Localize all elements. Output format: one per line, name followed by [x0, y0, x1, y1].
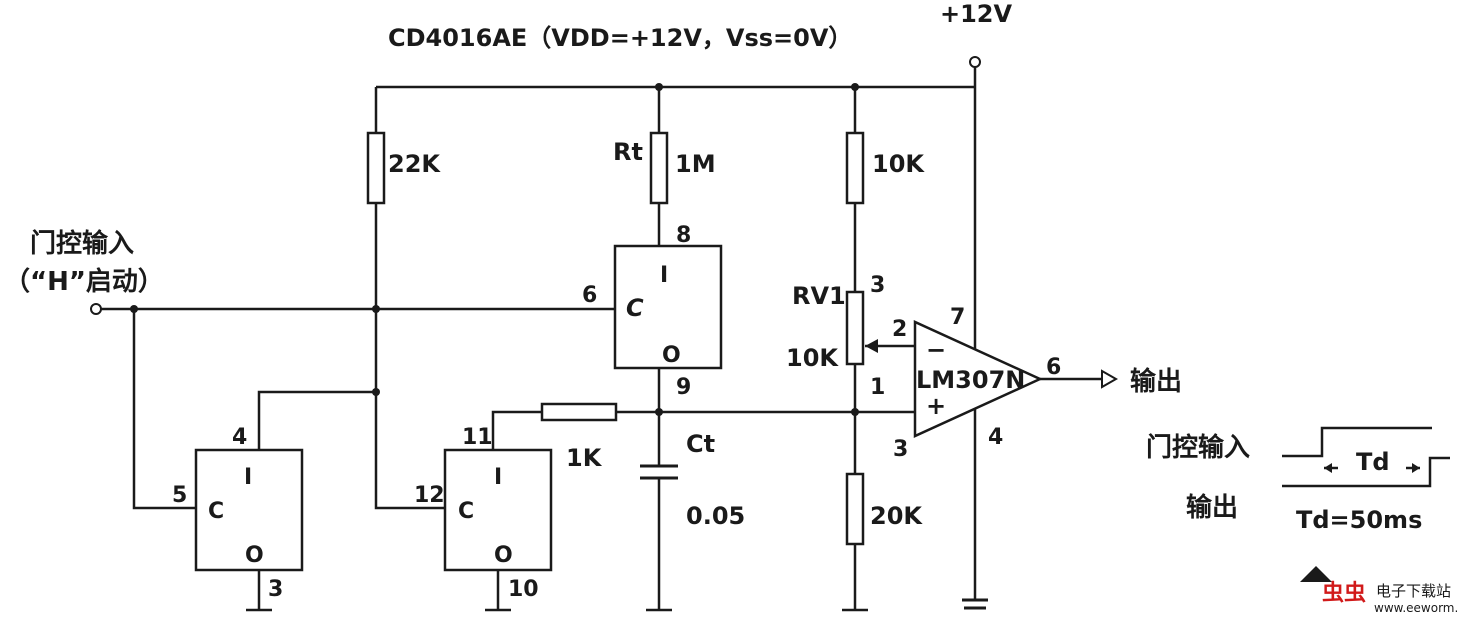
switch-2-control-label: C	[208, 499, 224, 524]
switch-2-ground	[246, 570, 272, 612]
resistor-rt	[649, 131, 669, 205]
capacitor-value: 0.05	[686, 502, 745, 530]
wire-s2-input	[257, 390, 376, 450]
gate-input-terminal	[90, 303, 102, 315]
timing-gate-label: 门控输入	[1146, 432, 1250, 463]
switch-2-pin-ctrl: 5	[172, 483, 187, 508]
gate-input-label: 门控输入	[30, 228, 134, 259]
switch-3-box	[443, 448, 553, 572]
switch-1-output-label: O	[662, 343, 681, 368]
opamp-name: LM307N	[916, 366, 1025, 394]
switch-1-pin-out: 9	[676, 375, 691, 400]
junction	[851, 408, 859, 416]
switch-3-output-label: O	[494, 543, 513, 568]
resistor-22k	[366, 131, 386, 205]
resistor-10k-top-label: 10K	[872, 150, 925, 178]
switch-1-pin-in: 8	[676, 223, 691, 248]
wire-s2-ctrl	[132, 309, 196, 510]
timing-out-waveform	[1282, 456, 1450, 488]
watermark-url: www.eeworm.com	[1374, 601, 1457, 615]
switch-1-pin-ctrl: 6	[582, 283, 597, 308]
switch-2-box	[194, 448, 304, 572]
watermark-brand: 虫虫	[1322, 580, 1366, 606]
switch-2-pin-out: 3	[268, 577, 283, 602]
watermark: 虫虫 电子下载站 www.eeworm.com	[1300, 566, 1457, 615]
watermark-site: 电子下载站	[1376, 582, 1451, 600]
junction	[851, 83, 859, 91]
capacitor-ground	[646, 478, 672, 612]
resistor-1k	[540, 402, 618, 422]
capacitor-ct	[640, 464, 678, 480]
resistor-22k-label: 22K	[388, 150, 441, 178]
switch-3-control-label: C	[458, 499, 474, 524]
wiper-arrow	[865, 339, 878, 353]
resistor-10k-top	[845, 131, 865, 205]
switch-3-input-label: I	[494, 465, 502, 490]
opamp-pin-out: 6	[1046, 355, 1061, 380]
supply-terminal	[969, 56, 981, 68]
timing-td-value: Td=50ms	[1296, 506, 1422, 534]
output-arrow	[1101, 369, 1119, 389]
timing-td-arrow-right	[1412, 463, 1420, 473]
timing-out-label: 输出	[1186, 492, 1238, 523]
resistor-20k-label: 20K	[870, 502, 923, 530]
timing-td-arrow-left	[1324, 463, 1332, 473]
opamp-minus: −	[926, 336, 946, 364]
rv1-name: RV1	[792, 282, 846, 310]
switch-3-pin-out: 10	[508, 577, 539, 602]
opamp-lm307n	[913, 320, 1044, 438]
resistor-rt-name: Rt	[613, 138, 643, 166]
switch-1-box	[613, 244, 723, 370]
opamp-pin-vplus: 7	[950, 305, 965, 330]
switch-3-pin-ctrl: 12	[414, 483, 445, 508]
diagram-title: CD4016AE（VDD=+12V，Vss=0V）	[388, 24, 852, 52]
opamp-pin-vminus: 4	[988, 425, 1003, 450]
opamp-plus: +	[926, 392, 946, 420]
opamp-pin-noninv: 3	[893, 437, 908, 462]
resistor-1k-label: 1K	[566, 444, 603, 472]
capacitor-name: Ct	[686, 430, 715, 458]
resistor-20k-ground	[842, 544, 868, 612]
supply-label: +12V	[940, 0, 1013, 28]
timing-gate-waveform	[1282, 426, 1432, 458]
ground-symbol-right	[962, 598, 988, 610]
junction	[655, 408, 663, 416]
rv1-pin-wiper: 1	[870, 375, 885, 400]
switch-1-control-label: C	[626, 294, 644, 322]
resistor-rt-value: 1M	[675, 150, 716, 178]
output-label: 输出	[1130, 366, 1182, 397]
switch-2-output-label: O	[245, 543, 264, 568]
rv1-pin-top: 3	[870, 273, 885, 298]
switch-2-input-label: I	[244, 465, 252, 490]
rv1-value: 10K	[786, 344, 839, 372]
potentiometer-rv1	[845, 290, 865, 366]
gate-input-note: （“H”启动）	[4, 266, 164, 297]
junction	[655, 83, 663, 91]
switch-2-pin-in: 4	[232, 425, 247, 450]
wire-22k-down	[374, 203, 445, 510]
switch-1-input-label: I	[660, 263, 668, 288]
switch-3-pin-in: 11	[462, 425, 493, 450]
resistor-20k	[845, 472, 865, 546]
logo-icon	[1300, 566, 1332, 582]
opamp-pin-inv: 2	[892, 317, 907, 342]
wire-s3-input	[491, 410, 542, 450]
timing-td-label: Td	[1356, 448, 1390, 476]
switch-3-ground	[485, 570, 511, 612]
